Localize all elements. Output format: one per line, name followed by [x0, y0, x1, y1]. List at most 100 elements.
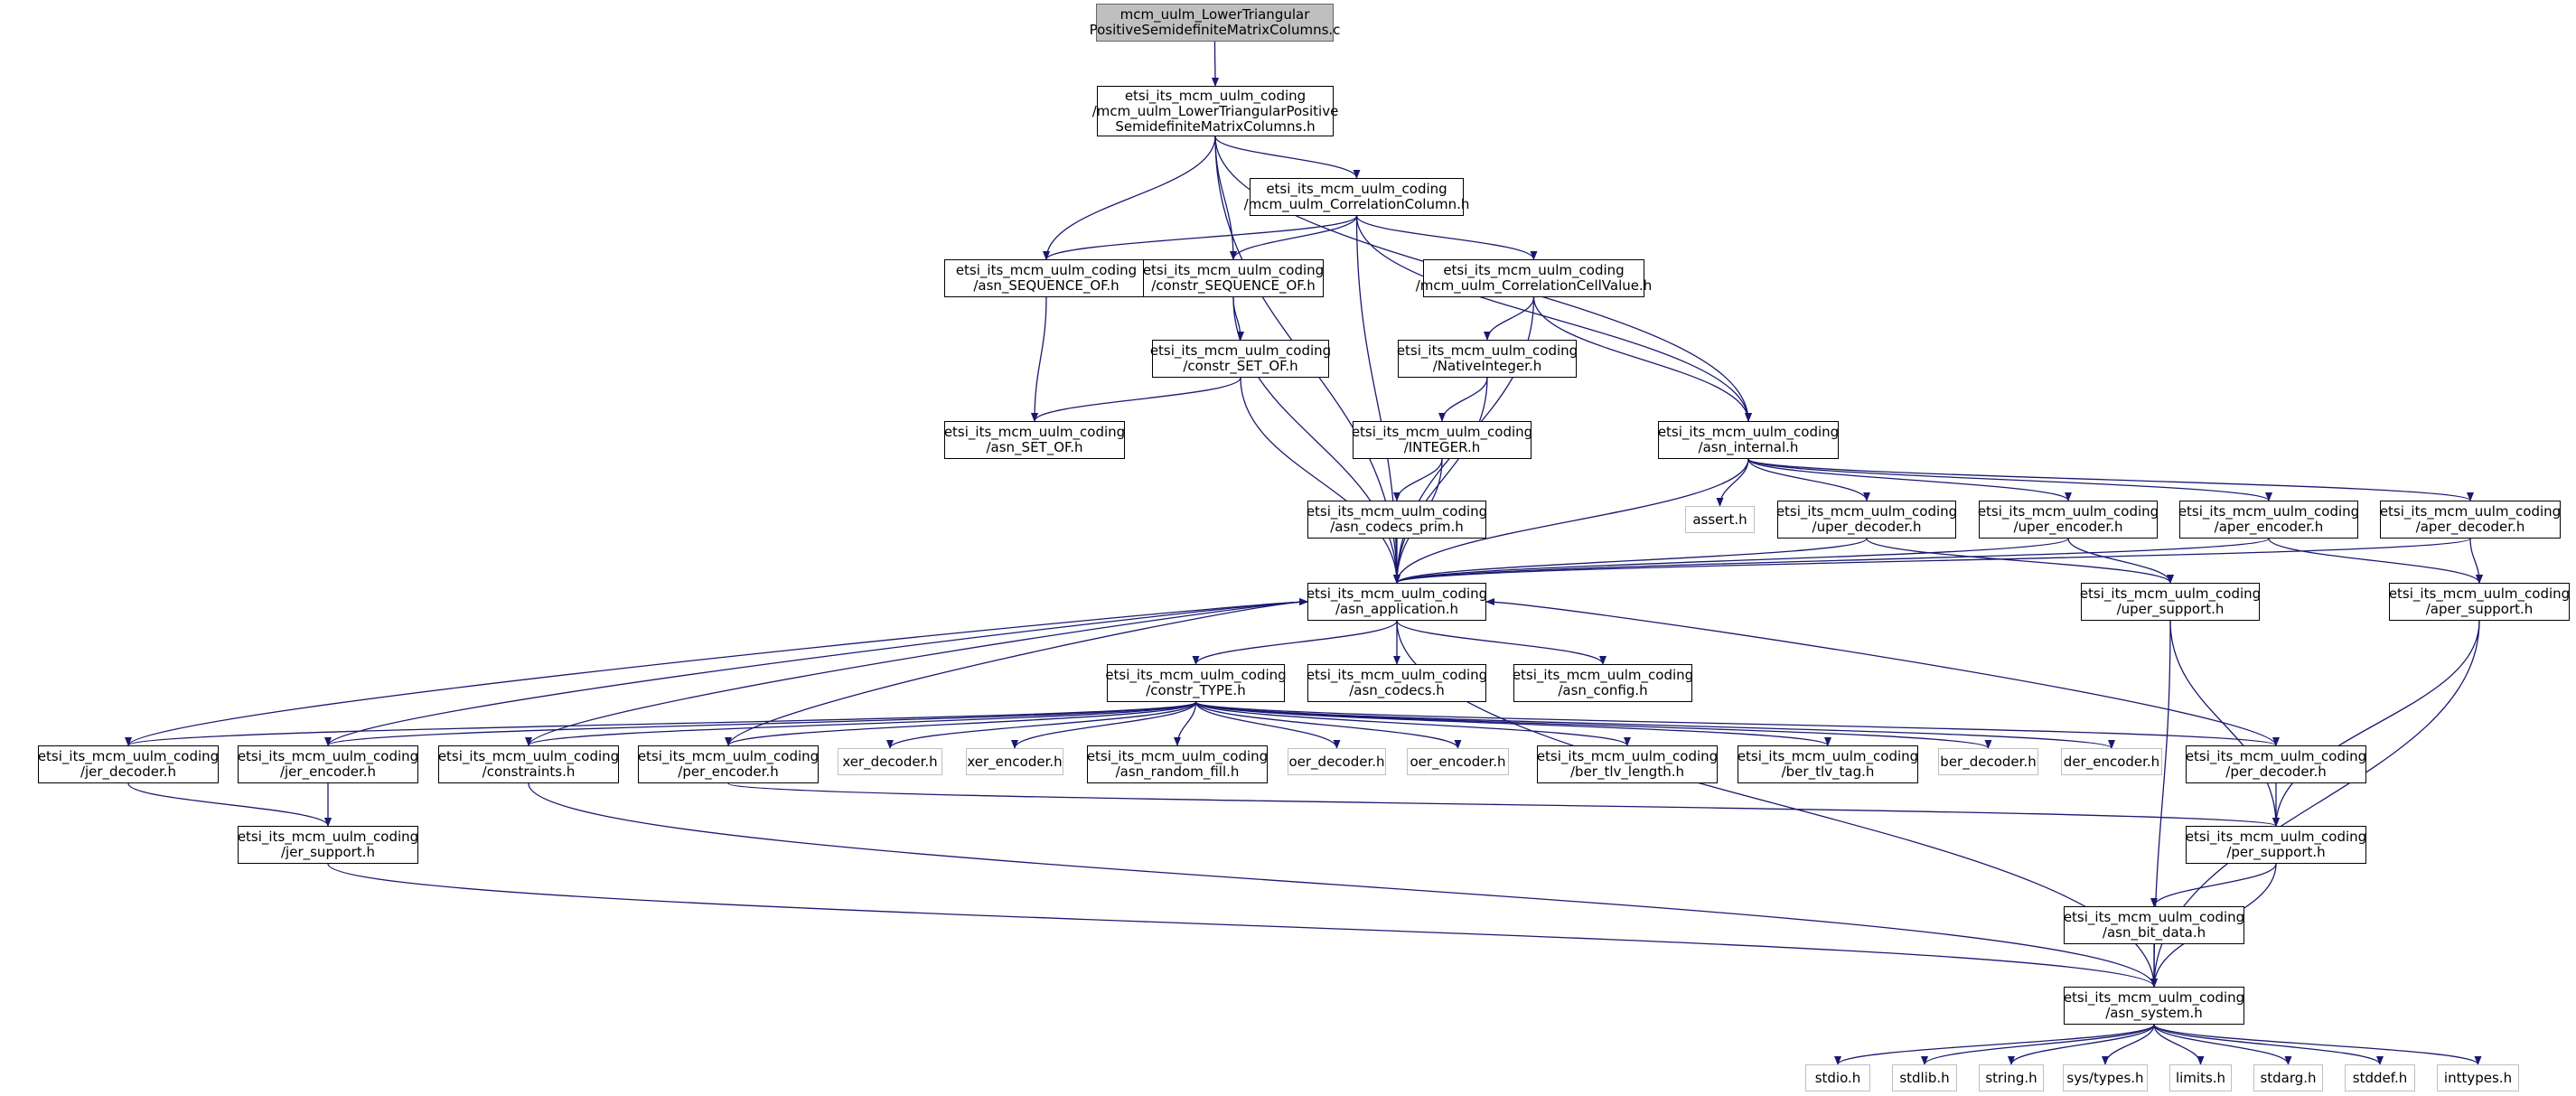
edge-ltpsmc-to-asn-seq-of [1043, 136, 1216, 260]
node-label: etsi_its_mcm_uulm_coding /constr_SEQUENC… [1142, 262, 1325, 294]
node-stdio[interactable]: stdio.h [1805, 1064, 1870, 1091]
edge-jer-dec-to-jer-sup [127, 782, 332, 827]
edge-asn-seq-of-to-asn-set-of [1031, 296, 1047, 422]
edge-asn-system-to-stdlib [1921, 1024, 2155, 1065]
node-asn-internal[interactable]: etsi_its_mcm_uulm_coding /asn_internal.h [1658, 421, 1839, 459]
node-xer-enc[interactable]: xer_encoder.h [966, 748, 1063, 775]
node-ber-tlv-tag[interactable]: etsi_its_mcm_uulm_coding /ber_tlv_tag.h [1738, 745, 1918, 783]
node-corrcol[interactable]: etsi_its_mcm_uulm_coding /mcm_uulm_Corre… [1244, 178, 1469, 216]
node-ber-dec[interactable]: ber_decoder.h [1938, 748, 2038, 775]
node-string[interactable]: string.h [1979, 1064, 2044, 1091]
node-aper-dec[interactable]: etsi_its_mcm_uulm_coding /aper_decoder.h [2380, 501, 2561, 539]
node-ltpsmc[interactable]: etsi_its_mcm_uulm_coding /mcm_uulm_Lower… [1092, 86, 1338, 136]
node-per-sup[interactable]: etsi_its_mcm_uulm_coding /per_support.h [2186, 826, 2366, 864]
node-label: oer_encoder.h [1410, 753, 1506, 770]
node-jer-enc[interactable]: etsi_its_mcm_uulm_coding /jer_encoder.h [238, 745, 418, 783]
node-label: ber_decoder.h [1940, 753, 2037, 770]
node-label: etsi_its_mcm_uulm_coding /per_support.h [2185, 829, 2367, 860]
edge-constr-type-to-per-enc [725, 701, 1197, 746]
node-label: etsi_its_mcm_uulm_coding /uper_support.h [2079, 585, 2262, 617]
edge-uper-enc-to-asn-app [1393, 538, 2069, 584]
edge-asn-system-to-string [2008, 1024, 2155, 1065]
edge-integer-to-codecs-prim [1393, 458, 1443, 501]
edge-constraints-to-asn-system [528, 782, 2158, 988]
edge-asn-internal-to-uper-dec [1747, 458, 1870, 501]
node-label: etsi_its_mcm_uulm_coding /asn_random_fil… [1086, 748, 1269, 780]
node-systypes[interactable]: sys/types.h [2063, 1064, 2148, 1091]
node-oer-dec[interactable]: oer_decoder.h [1288, 748, 1386, 775]
node-oer-enc[interactable]: oer_encoder.h [1407, 748, 1509, 775]
node-aper-enc[interactable]: etsi_its_mcm_uulm_coding /aper_encoder.h [2178, 501, 2359, 539]
node-per-enc[interactable]: etsi_its_mcm_uulm_coding /per_encoder.h [638, 745, 819, 783]
node-asn-codecs[interactable]: etsi_its_mcm_uulm_coding /asn_codecs.h [1306, 664, 1488, 702]
node-assert[interactable]: assert.h [1685, 506, 1755, 533]
node-label: etsi_its_mcm_uulm_coding /aper_support.h [2388, 585, 2571, 617]
node-label: mcm_uulm_LowerTriangular PositiveSemidef… [1089, 6, 1341, 38]
node-constr-type[interactable]: etsi_its_mcm_uulm_coding /constr_TYPE.h [1105, 664, 1287, 702]
edge-constr-type-to-oer-enc [1194, 701, 1462, 749]
edge-per-enc-to-asn-app [727, 598, 1308, 746]
node-label: etsi_its_mcm_uulm_coding /asn_codecs.h [1306, 667, 1488, 698]
node-asn-system[interactable]: etsi_its_mcm_uulm_coding /asn_system.h [2064, 987, 2244, 1025]
node-uper-dec[interactable]: etsi_its_mcm_uulm_coding /uper_decoder.h [1776, 501, 1957, 539]
edge-constr-type-to-jer-dec [125, 701, 1197, 746]
edge-constraints-to-asn-app [528, 598, 1308, 746]
node-label: stdlib.h [1899, 1069, 1950, 1086]
node-native-int[interactable]: etsi_its_mcm_uulm_coding /NativeInteger.… [1397, 340, 1578, 378]
node-stdarg[interactable]: stdarg.h [2253, 1064, 2323, 1091]
node-stddef[interactable]: stddef.h [2345, 1064, 2415, 1091]
node-label: etsi_its_mcm_uulm_coding /jer_support.h [237, 829, 419, 860]
edge-constr-type-to-ber-tlv-len [1194, 701, 1631, 746]
node-integer[interactable]: etsi_its_mcm_uulm_coding /INTEGER.h [1351, 421, 1533, 459]
node-asn-set-of[interactable]: etsi_its_mcm_uulm_coding /asn_SET_OF.h [944, 421, 1125, 459]
node-label: etsi_its_mcm_uulm_coding /ber_tlv_tag.h [1737, 748, 1919, 780]
node-root: mcm_uulm_LowerTriangular PositiveSemidef… [1090, 4, 1340, 42]
edge-corrcell-to-native-int [1484, 296, 1535, 341]
node-label: stdio.h [1814, 1069, 1861, 1086]
node-jer-dec[interactable]: etsi_its_mcm_uulm_coding /jer_decoder.h [38, 745, 219, 783]
edge-jer-dec-to-asn-app [127, 598, 1308, 746]
node-asn-seq-of[interactable]: etsi_its_mcm_uulm_coding /asn_SEQUENCE_O… [944, 259, 1148, 297]
edge-asn-internal-to-aper-enc [1747, 458, 2272, 501]
node-aper-sup[interactable]: etsi_its_mcm_uulm_coding /aper_support.h [2389, 583, 2570, 621]
node-constraints[interactable]: etsi_its_mcm_uulm_coding /constraints.h [438, 745, 619, 783]
node-constr-set-of[interactable]: etsi_its_mcm_uulm_coding /constr_SET_OF.… [1150, 340, 1331, 378]
node-inttypes[interactable]: inttypes.h [2437, 1064, 2519, 1091]
node-label: etsi_its_mcm_uulm_coding /constr_TYPE.h [1105, 667, 1287, 698]
edge-constr-type-to-ber-dec [1194, 701, 1992, 749]
node-random-fill[interactable]: etsi_its_mcm_uulm_coding /asn_random_fil… [1087, 745, 1268, 783]
node-constr-seq-of[interactable]: etsi_its_mcm_uulm_coding /constr_SEQUENC… [1143, 259, 1324, 297]
edge-constr-type-to-per-dec [1194, 701, 2280, 746]
node-ber-tlv-len[interactable]: etsi_its_mcm_uulm_coding /ber_tlv_length… [1537, 745, 1718, 783]
node-label: etsi_its_mcm_uulm_coding /mcm_uulm_Lower… [1091, 87, 1339, 135]
node-label: etsi_its_mcm_uulm_coding /INTEGER.h [1351, 424, 1533, 455]
node-codecs-prim[interactable]: etsi_its_mcm_uulm_coding /asn_codecs_pri… [1307, 501, 1487, 539]
node-per-dec[interactable]: etsi_its_mcm_uulm_coding /per_decoder.h [2186, 745, 2366, 783]
node-jer-sup[interactable]: etsi_its_mcm_uulm_coding /jer_support.h [238, 826, 418, 864]
node-stdlib[interactable]: stdlib.h [1892, 1064, 1957, 1091]
edge-root-to-ltpsmc [1211, 41, 1219, 87]
edge-uper-dec-to-uper-sup [1866, 538, 2174, 584]
edge-native-int-to-asn-app [1393, 377, 1488, 584]
node-uper-enc[interactable]: etsi_its_mcm_uulm_coding /uper_encoder.h [1978, 501, 2159, 539]
edge-asn-internal-to-uper-enc [1747, 458, 2072, 501]
node-uper-sup[interactable]: etsi_its_mcm_uulm_coding /uper_support.h [2079, 583, 2262, 621]
node-bit-data[interactable]: etsi_its_mcm_uulm_coding /asn_bit_data.h [2064, 906, 2244, 944]
node-corrcell[interactable]: etsi_its_mcm_uulm_coding /mcm_uulm_Corre… [1416, 259, 1652, 297]
node-label: etsi_its_mcm_uulm_coding /ber_tlv_length… [1536, 748, 1719, 780]
node-asn-app[interactable]: etsi_its_mcm_uulm_coding /asn_applicatio… [1307, 583, 1487, 621]
edge-per-sup-to-bit-data [2150, 863, 2277, 907]
node-der-enc[interactable]: der_encoder.h [2061, 748, 2162, 775]
edge-aper-dec-to-aper-sup [2469, 538, 2483, 584]
edge-ltpsmc-to-constr-seq-of [1214, 136, 1237, 260]
edge-aper-enc-to-asn-app [1393, 538, 2270, 584]
node-asn-config[interactable]: etsi_its_mcm_uulm_coding /asn_config.h [1513, 664, 1693, 702]
node-label: etsi_its_mcm_uulm_coding /asn_SET_OF.h [943, 424, 1126, 455]
node-xer-dec[interactable]: xer_decoder.h [838, 748, 942, 775]
edge-constr-type-to-constraints [525, 701, 1197, 746]
edge-constr-set-of-to-asn-set-of [1031, 377, 1241, 422]
edge-uper-enc-to-uper-sup [2067, 538, 2174, 584]
edge-asn-internal-to-assert [1716, 458, 1749, 507]
node-label: xer_encoder.h [967, 753, 1063, 770]
node-limits[interactable]: limits.h [2169, 1064, 2232, 1091]
